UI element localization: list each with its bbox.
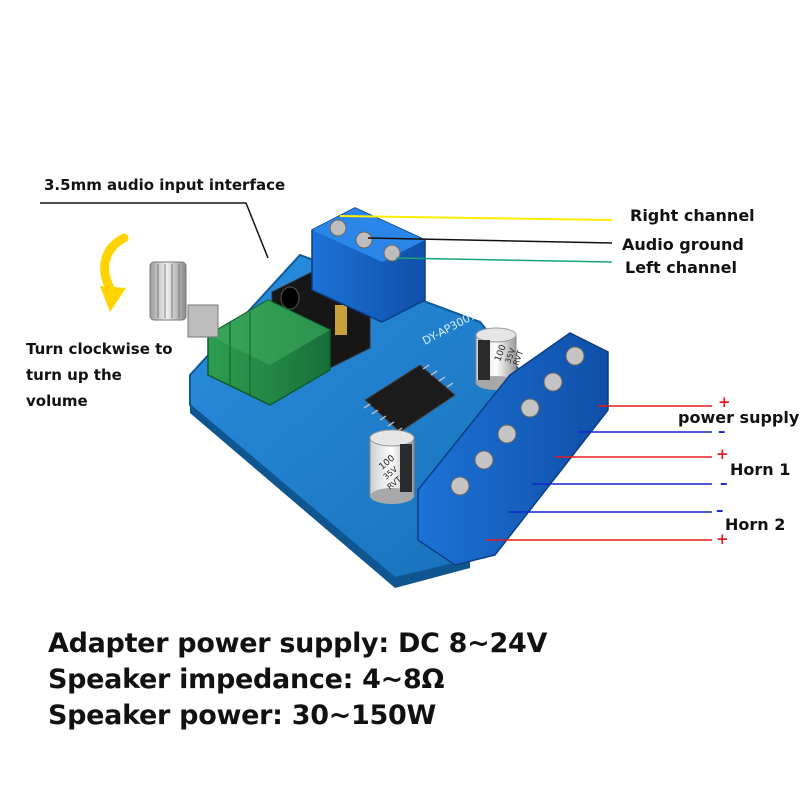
callout-lines: [40, 202, 712, 541]
left-channel-line: [395, 257, 613, 263]
turn-hint-line3: volume: [26, 392, 88, 410]
horn1-minus-sign: –: [720, 474, 728, 492]
capacitor-bottom: 100 35V RVT: [369, 429, 415, 504]
audio-ground-line: [367, 237, 613, 244]
potentiometer: [149, 261, 331, 406]
spec-speaker-power: Speaker power: 30~150W: [48, 700, 436, 731]
audio-ground-label: Audio ground: [622, 235, 744, 254]
right-channel-line: [339, 215, 613, 221]
turn-hint-line1: Turn clockwise to: [26, 340, 173, 358]
horn2-minus-sign: –: [716, 501, 724, 519]
right-channel-label: Right channel: [630, 206, 755, 225]
output-terminal-block: [417, 332, 609, 566]
power-plus-sign: +: [718, 393, 731, 411]
power-minus-sign: –: [718, 422, 726, 440]
horn2-label: Horn 2: [725, 515, 786, 534]
horn1-plus-sign: +: [716, 445, 729, 463]
power-supply-label: power supply: [678, 408, 800, 427]
spec-adapter-power: Adapter power supply: DC 8~24V: [48, 628, 548, 659]
left-channel-label: Left channel: [625, 258, 738, 277]
input-terminal-block: [311, 207, 426, 323]
audio-input-leader: [40, 202, 269, 259]
audio-input-label: 3.5mm audio input interface: [44, 176, 286, 194]
horn1-label: Horn 1: [730, 460, 791, 479]
clockwise-arrow-icon: [100, 233, 129, 312]
turn-hint-line2: turn up the: [26, 366, 122, 384]
spec-speaker-impedance: Speaker impedance: 4~8Ω: [48, 664, 445, 695]
horn2-plus-sign: +: [716, 530, 729, 548]
